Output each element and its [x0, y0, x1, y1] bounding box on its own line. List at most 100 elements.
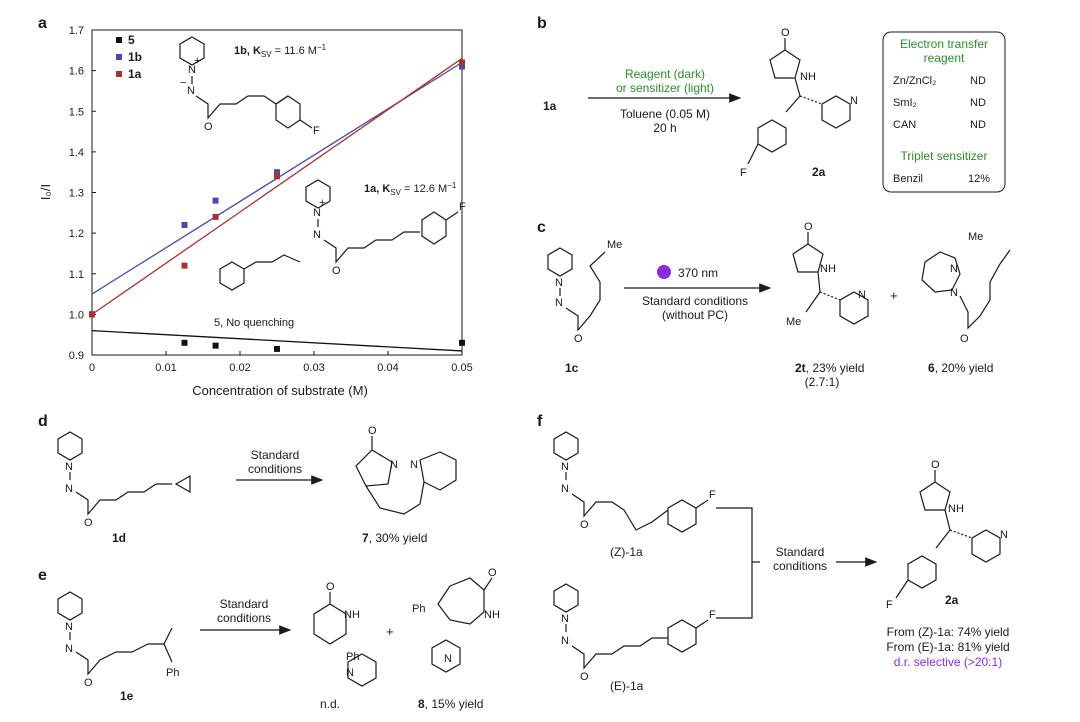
- y-ticks: 0.91.01.11.21.31.41.51.61.7: [69, 25, 96, 362]
- atom-o: O: [84, 517, 93, 529]
- data-point-5: [274, 345, 280, 352]
- atom-n: N: [1000, 529, 1008, 541]
- y-tick-label: 1.0: [69, 309, 84, 321]
- panel-label-f: f: [537, 413, 543, 430]
- reactant-label: 1e: [120, 689, 134, 703]
- converge-bracket: [716, 507, 753, 619]
- structure-8: O NH Ph N 8, 15% yield: [412, 567, 500, 711]
- reagent-box: Electron transfer reagent Zn/ZnCl₂ ND Sm…: [882, 31, 1006, 193]
- atom-n: N: [187, 85, 195, 97]
- condition-line1: Standard: [220, 597, 269, 611]
- y-tick-label: 0.9: [69, 350, 84, 362]
- atom-f: F: [740, 167, 747, 179]
- chart-legend: 5 1b 1a: [116, 33, 142, 81]
- y-tick-label: 1.7: [69, 25, 84, 37]
- atom-o: O: [580, 519, 589, 531]
- data-point-1a: [89, 311, 95, 318]
- atom-o: O: [931, 459, 940, 471]
- data-point-1a: [274, 173, 280, 180]
- structure-5: 5, No quenching: [214, 254, 301, 329]
- legend-marker-1b: [116, 54, 122, 60]
- atom-o: O: [84, 677, 93, 689]
- atom-n: N: [850, 95, 858, 107]
- product-2t-ratio: (2.7:1): [805, 375, 840, 389]
- data-point-1a: [181, 262, 188, 269]
- atom-plus: +: [319, 197, 325, 209]
- reagent-result: ND: [970, 119, 986, 131]
- data-point-1a: [459, 59, 465, 66]
- y-tick-label: 1.5: [69, 106, 84, 118]
- atom-o: O: [332, 265, 341, 277]
- plus-sign: +: [386, 624, 394, 639]
- y-tick-label: 1.2: [69, 228, 84, 240]
- structure-e-1a: N N O F (E)-1a: [553, 583, 716, 693]
- reagent-result: ND: [970, 75, 986, 87]
- atom-n: N: [858, 289, 866, 301]
- y-tick-label: 1.1: [69, 269, 84, 281]
- methyl-label: Me: [786, 316, 801, 328]
- atom-nh: NH: [948, 503, 964, 515]
- y-tick-label: 1.3: [69, 188, 84, 200]
- atom-o: O: [781, 27, 790, 39]
- atom-n: N: [561, 461, 569, 473]
- y-tick-label: 1.6: [69, 66, 84, 78]
- atom-n: N: [561, 635, 569, 647]
- atom-minus: −: [180, 77, 186, 89]
- atom-nh: NH: [800, 71, 816, 83]
- atom-n: N: [65, 483, 73, 495]
- condition-line1: Standard conditions: [642, 294, 748, 308]
- sensitizer-name: Benzil: [893, 173, 923, 185]
- atom-f: F: [709, 489, 716, 501]
- atom-n: N: [950, 287, 958, 299]
- atom-n: N: [390, 459, 398, 471]
- arrow-top-line2: or sensitizer (light): [616, 81, 714, 95]
- atom-n: N: [950, 263, 958, 275]
- fit-line-1a: [91, 57, 463, 315]
- atom-o: O: [804, 221, 813, 233]
- panel-label-b: b: [537, 15, 547, 32]
- data-point-5: [459, 339, 465, 346]
- light-source-icon: [657, 265, 671, 279]
- data-points: [89, 59, 465, 352]
- data-point-5: [212, 342, 219, 349]
- x-tick-label: 0.03: [303, 362, 324, 374]
- arrow-bottom-line1: Toluene (0.05 M): [620, 107, 710, 121]
- atom-o: O: [580, 671, 589, 683]
- condition-line2: conditions: [773, 559, 827, 573]
- legend-label-5: 5: [128, 33, 135, 47]
- legend-label-1b: 1b: [128, 50, 142, 64]
- sensitizer-result: 12%: [968, 173, 990, 185]
- reagent-result: ND: [970, 97, 986, 109]
- atom-o: O: [204, 121, 213, 133]
- fit-line-5: [91, 329, 463, 352]
- annotation-5: 5, No quenching: [214, 317, 294, 329]
- structure-1d: N N O 1d: [57, 431, 191, 545]
- legend-marker-5: [116, 37, 122, 43]
- reactant-e-label: (E)-1a: [610, 679, 644, 693]
- product-8-label: 8, 15% yield: [418, 697, 483, 711]
- structure-7: O N N 7, 30% yield: [355, 425, 457, 545]
- condition-line2: conditions: [248, 462, 302, 476]
- atom-n: N: [65, 643, 73, 655]
- atom-f: F: [459, 201, 466, 213]
- condition-line1: Standard: [251, 448, 300, 462]
- reagent-name: CAN: [893, 119, 916, 131]
- yield-z-text: From (Z)-1a: 74% yield: [887, 625, 1010, 639]
- phenyl-label: Ph: [346, 651, 359, 663]
- yield-e-text: From (E)-1a: 81% yield: [886, 640, 1009, 654]
- atom-n: N: [65, 621, 73, 633]
- structure-1b: N + N − O F 1b, KSV = 11.6 M−1: [179, 36, 327, 137]
- x-tick-label: 0: [89, 362, 95, 374]
- phenyl-label: Ph: [412, 603, 425, 615]
- structure-2t: O NH N Me 2t, 23% yield (2.7:1): [786, 221, 869, 389]
- panel-e: N N O Ph 1e Standard conditions O NH Ph …: [57, 567, 500, 711]
- atom-plus: +: [194, 55, 200, 67]
- atom-n: N: [561, 613, 569, 625]
- condition-line2: (without PC): [662, 308, 728, 322]
- arrow-bottom-line2: 20 h: [653, 121, 676, 135]
- product-label: 2a: [945, 593, 959, 607]
- panel-b: 1a Reagent (dark) or sensitizer (light) …: [543, 27, 1006, 193]
